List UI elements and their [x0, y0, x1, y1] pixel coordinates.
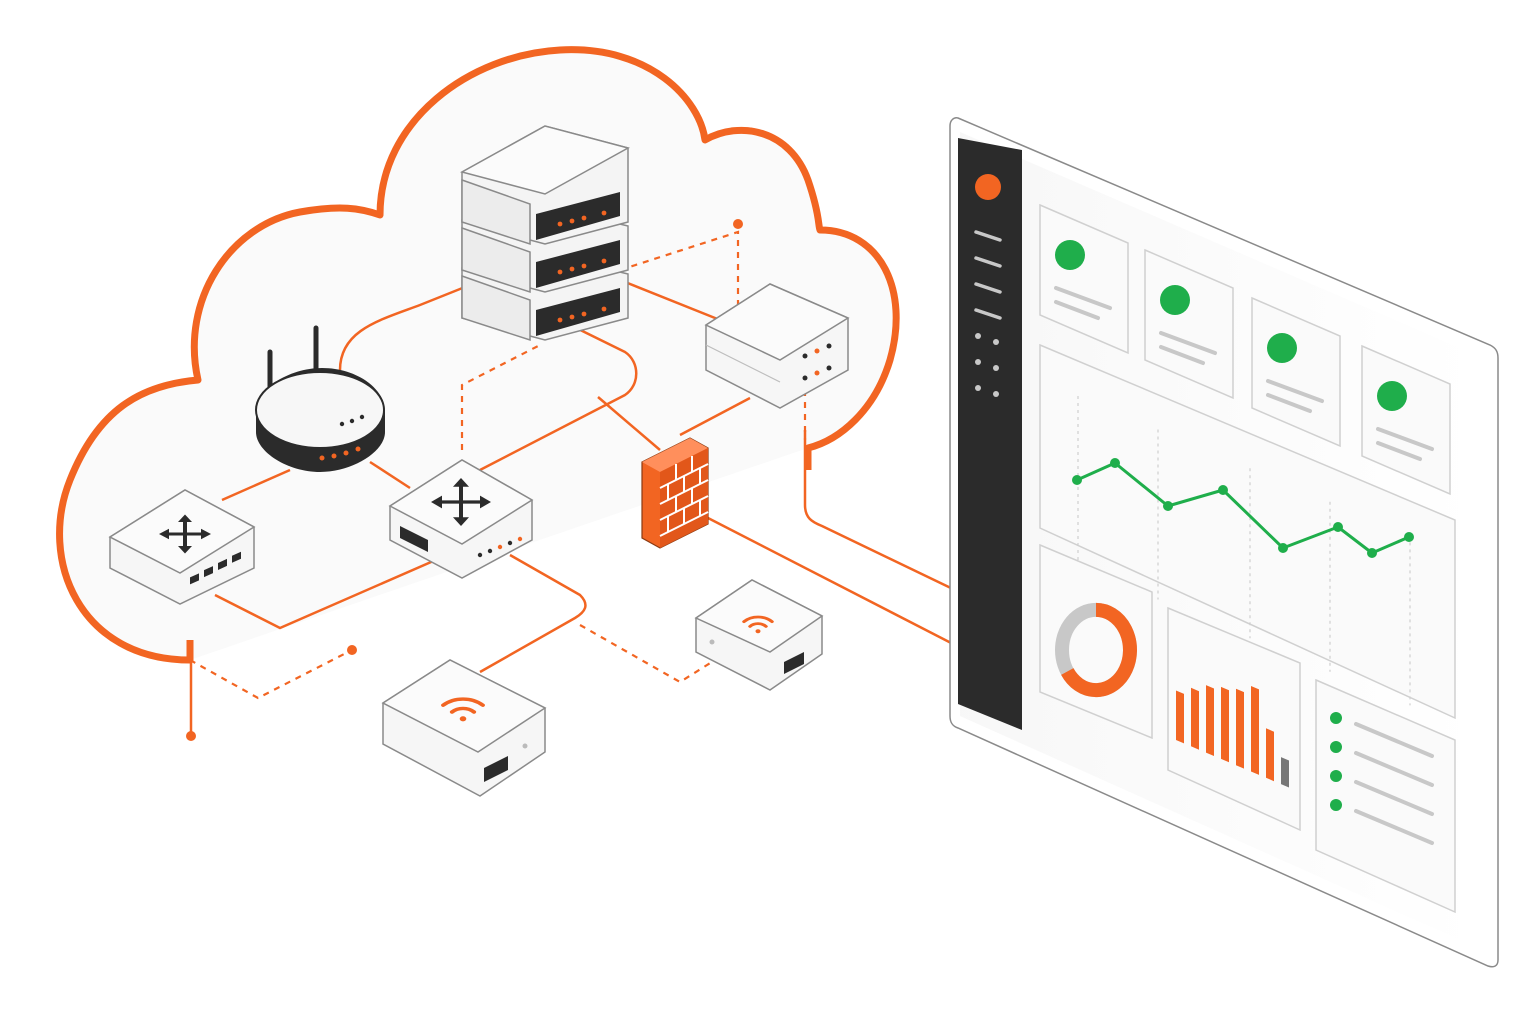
data-point	[1367, 548, 1377, 558]
status-dot	[1055, 240, 1085, 270]
data-point	[1163, 501, 1173, 511]
connections-dashed	[189, 230, 807, 700]
arrows-icon	[431, 478, 491, 526]
link-core-firewall	[597, 396, 661, 451]
link-core-ap	[479, 553, 587, 674]
line-chart	[1039, 343, 1456, 720]
link-router-core	[369, 460, 411, 490]
dashboard-panel	[949, 117, 1499, 968]
list-bullet	[1330, 741, 1342, 753]
status-card	[1144, 248, 1234, 400]
list-line	[1354, 809, 1434, 845]
firewall-icon	[641, 437, 709, 549]
data-point	[1333, 522, 1343, 532]
link-firewall-panel	[707, 516, 956, 647]
bar	[1191, 687, 1199, 750]
link-server-hub	[619, 278, 721, 322]
wifi-icon	[742, 615, 774, 634]
sidebar-menu	[974, 230, 1002, 320]
data-point	[1278, 543, 1288, 553]
donut-value	[1061, 602, 1137, 698]
dashed-server-hub	[619, 230, 740, 305]
data-point	[1404, 532, 1414, 542]
bar	[1206, 685, 1214, 756]
list-line	[1354, 780, 1434, 816]
dashboard-sidebar	[958, 138, 1022, 730]
sidebar-dots	[975, 333, 999, 397]
core-switch-icon	[388, 459, 534, 579]
bar	[1266, 728, 1274, 782]
dashed-cloud-node	[189, 649, 353, 700]
dashed-core-server	[460, 344, 541, 450]
access-point-icon	[381, 659, 547, 797]
bar	[1176, 690, 1184, 744]
hub-icon	[704, 283, 850, 409]
cloud-icon	[56, 46, 900, 664]
data-point	[1218, 485, 1228, 495]
bar	[1236, 688, 1244, 769]
switch-icon	[108, 489, 256, 605]
bar	[1251, 686, 1259, 775]
link-switch-core	[214, 543, 471, 630]
dashboard-logo	[975, 174, 1001, 200]
link-switch-router	[221, 468, 291, 502]
bar	[1281, 757, 1289, 788]
link-core-server	[479, 318, 638, 472]
link-hub-firewall	[679, 396, 751, 437]
list-bullet	[1330, 770, 1342, 782]
status-cards	[1039, 203, 1451, 496]
status-dot	[1160, 285, 1190, 315]
data-point	[1072, 475, 1082, 485]
link-router-server	[338, 283, 471, 371]
router-icon	[255, 325, 385, 472]
trend-line	[1076, 461, 1410, 555]
endpoint-dots	[186, 219, 743, 741]
access-point-icon	[694, 579, 824, 691]
bar	[1221, 686, 1229, 763]
status-dot	[1377, 381, 1407, 411]
status-dot	[1267, 333, 1297, 363]
bar-chart	[1167, 606, 1301, 832]
status-card	[1251, 296, 1341, 448]
list-bullet	[1330, 712, 1342, 724]
list-card	[1315, 678, 1456, 914]
donut-chart	[1039, 543, 1153, 740]
list-bullet	[1330, 799, 1342, 811]
dashed-ap-ap	[579, 624, 716, 684]
connections-solid	[214, 278, 956, 674]
data-point	[1110, 458, 1120, 468]
status-card	[1361, 344, 1451, 496]
server-rack-icon	[460, 125, 630, 342]
arrows-icon	[159, 514, 211, 554]
list-line	[1354, 722, 1434, 758]
status-card	[1039, 203, 1129, 355]
list-line	[1354, 751, 1434, 787]
link-hub-panel	[803, 430, 956, 592]
wifi-icon	[440, 697, 486, 722]
